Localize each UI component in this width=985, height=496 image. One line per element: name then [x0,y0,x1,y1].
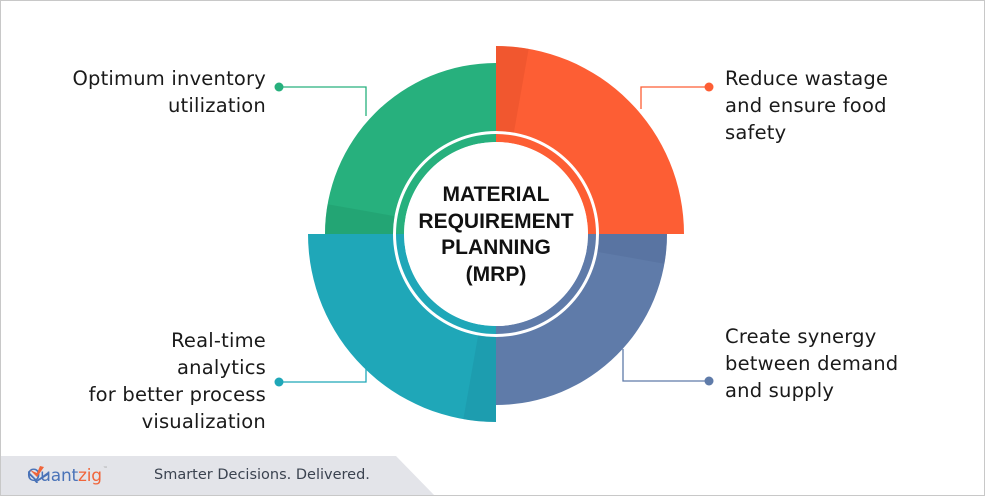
ring-segment-shade-bottom-right [597,234,667,264]
ring-segment-top-left [325,63,496,234]
footer-background [1,456,435,495]
inner-band-top-right [496,134,596,234]
center-title: MATERIAL REQUIREMENT PLANNING (MRP) [418,183,574,286]
tagline: Smarter Decisions. Delivered. [154,467,370,483]
ring-segment-bottom-left [308,234,496,422]
label-bottom-left: Real-time analytics for better process v… [88,329,266,433]
label-bottom-right: Create synergy between demand and supply [725,325,899,402]
inner-band-bottom-left [396,234,496,334]
connector-dot-bottom-right [704,376,714,386]
ring-segment-shade-top-left [325,204,395,234]
label-top-left: Optimum inventory utilization [72,67,266,117]
connector-line-bottom-left [279,361,367,383]
ring-segment-shade-bottom-left [463,335,496,422]
inner-band-top-left [396,134,496,234]
connector-dot-bottom-left [274,377,284,387]
book-icon [28,466,48,482]
connector-line-top-left [279,86,367,116]
inner-band-bottom-right [496,234,596,334]
ring-segment-shade-top-right [496,46,529,133]
quantzig-logo[interactable]: Quantzig™ [27,465,108,487]
label-top-right: Reduce wastage and ensure food safety [725,67,889,144]
connector-dot-top-left [274,82,284,92]
center-disk [404,142,588,326]
ring-segment-top-right [496,46,684,234]
footer-bar: Quantzig™ Smarter Decisions. Delivered. [1,456,435,495]
ring-segment-bottom-right [496,234,667,405]
connector-dot-top-right [704,82,714,92]
connector-line-bottom-right [622,349,709,382]
connector-line-top-right [640,86,709,109]
